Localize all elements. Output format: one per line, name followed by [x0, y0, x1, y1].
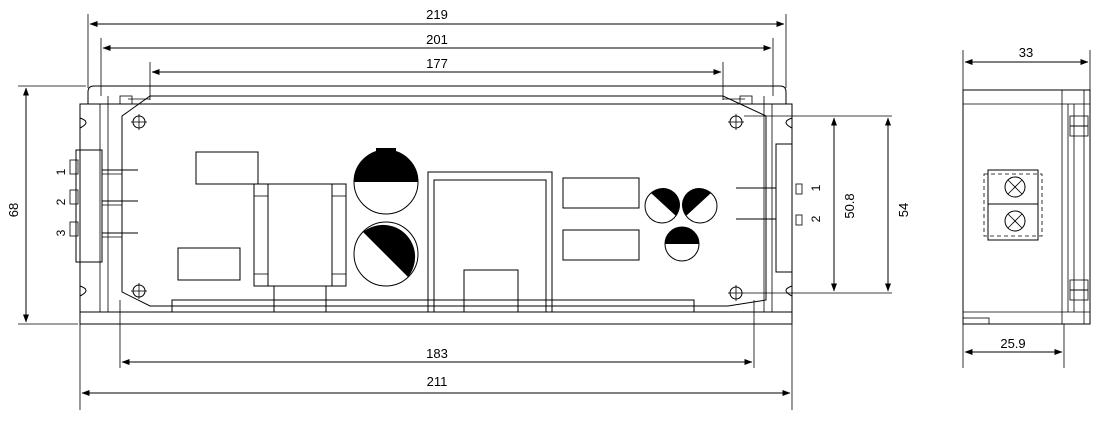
- dim-33-label: 33: [1019, 45, 1033, 60]
- dim-68-label: 68: [6, 203, 21, 217]
- housing-base: [79, 311, 793, 325]
- dim-177-label: 177: [426, 56, 448, 71]
- input-pin-3-label: 3: [54, 229, 68, 236]
- side-view: 33 25.9: [962, 45, 1091, 368]
- side-housing: [962, 89, 1091, 325]
- housing-top-flange: [87, 85, 787, 104]
- output-pin-2-label: 2: [809, 215, 823, 222]
- output-terminal-block: [736, 143, 803, 273]
- front-view: 219 201 177: [6, 7, 911, 410]
- small-capacitor-2: [681, 188, 718, 224]
- mount-hole-bottom-right: [728, 285, 744, 301]
- side-terminal-block: [983, 169, 1043, 241]
- small-capacitor-3: [664, 226, 700, 262]
- capacitor-top: [353, 148, 419, 215]
- dim-25-9-label: 25.9: [1000, 336, 1025, 351]
- dim-183-label: 183: [426, 346, 448, 361]
- heatsink-bracket: [427, 171, 553, 313]
- dim-50-8-label: 50.8: [842, 193, 857, 218]
- component-resistor-bottom: [177, 247, 241, 281]
- mount-hole-bottom-left: [131, 283, 147, 299]
- output-pin-1-label: 1: [809, 184, 823, 191]
- dim-219-label: 219: [426, 7, 448, 22]
- input-terminal-block: [69, 149, 138, 263]
- dim-201-label: 201: [426, 32, 448, 47]
- dim-54-label: 54: [896, 203, 911, 217]
- component-resistor-top: [195, 151, 259, 185]
- pcb-board: [121, 95, 767, 307]
- dim-211-label: 211: [427, 374, 448, 389]
- input-pin-1-label: 1: [54, 168, 68, 175]
- component-relay-top: [562, 177, 640, 209]
- capacitor-bottom: [353, 221, 419, 287]
- component-relay-bottom: [562, 229, 640, 261]
- transformer: [253, 183, 347, 313]
- mount-hole-top-right: [728, 114, 744, 130]
- small-capacitor-1: [644, 188, 681, 224]
- mount-hole-top-left: [131, 114, 147, 130]
- pcb-bottom-strip: [171, 299, 695, 313]
- input-pin-2-label: 2: [54, 198, 68, 205]
